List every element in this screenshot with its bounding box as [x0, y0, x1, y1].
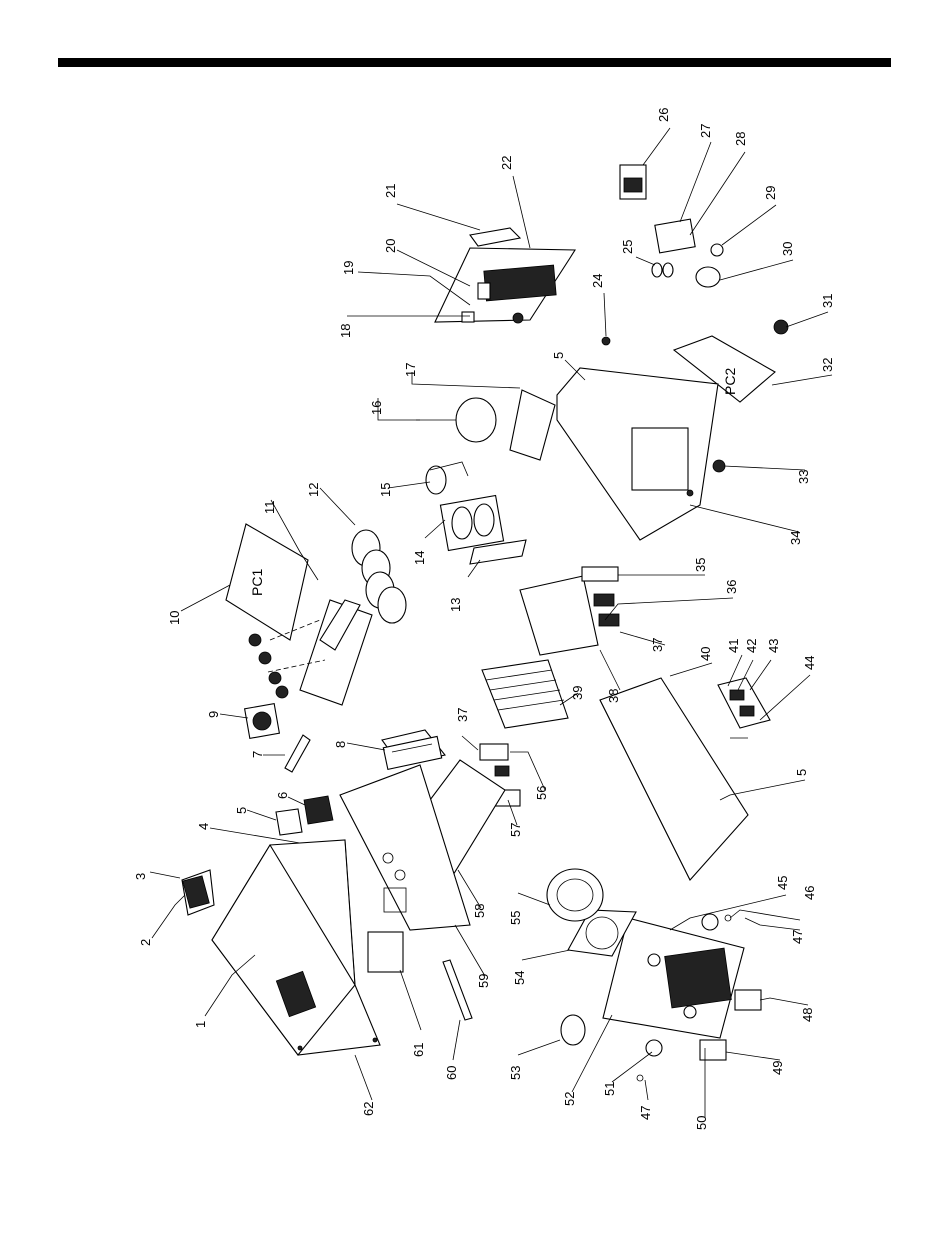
callout-14: 14: [412, 551, 427, 565]
callout-47-top: 47: [790, 930, 805, 944]
pc1-label: PC1: [249, 569, 265, 596]
knob-24: [602, 337, 610, 345]
pc1-board: PC1: [226, 524, 308, 640]
callout-29: 29: [763, 186, 778, 200]
strip-60: [443, 960, 472, 1020]
gear-31: [774, 320, 788, 334]
callout-6: 6: [275, 792, 290, 799]
plate-5-left: [276, 809, 302, 835]
callout-4: 4: [196, 823, 211, 830]
callout-15: 15: [378, 483, 393, 497]
callout-39: 39: [570, 686, 585, 700]
callout-36: 36: [724, 580, 739, 594]
callout-10: 10: [167, 611, 182, 625]
callout-49: 49: [770, 1061, 785, 1075]
callout-26: 26: [656, 108, 671, 122]
callout-48: 48: [800, 1008, 815, 1022]
callout-43: 43: [766, 639, 781, 653]
transformer-14: [440, 495, 503, 550]
callout-25: 25: [620, 240, 635, 254]
callout-21: 21: [383, 184, 398, 198]
fan-55: [547, 869, 603, 921]
callout-38: 38: [606, 689, 621, 703]
callout-52: 52: [562, 1092, 577, 1106]
callout-46: 46: [802, 886, 817, 900]
callout-61: 61: [411, 1043, 426, 1057]
callout-17: 17: [403, 363, 418, 377]
fan-9: [245, 704, 280, 739]
capacitors-12: [352, 530, 406, 623]
callout-24: 24: [590, 274, 605, 288]
callout-37-left: 37: [455, 708, 470, 722]
callout-41: 41: [726, 639, 741, 653]
callout-12: 12: [306, 483, 321, 497]
plate-6: [304, 796, 333, 824]
pc2-label: PC2: [722, 368, 738, 395]
callout-37-top: 37: [650, 638, 665, 652]
callout-55: 55: [508, 911, 523, 925]
callout-5-left: 5: [234, 807, 249, 814]
callout-22: 22: [499, 156, 514, 170]
callout-30: 30: [780, 242, 795, 256]
heatsink-fins-39: [482, 660, 568, 728]
callout-27: 27: [698, 124, 713, 138]
callout-13: 13: [448, 598, 463, 612]
callout-8: 8: [333, 741, 348, 748]
callout-51: 51: [602, 1082, 617, 1096]
callout-53: 53: [508, 1066, 523, 1080]
callout-60: 60: [444, 1066, 459, 1080]
switch-parts: [620, 165, 723, 287]
terminal-block: [718, 678, 770, 738]
callout-62: 62: [361, 1102, 376, 1116]
callout-50: 50: [694, 1116, 709, 1130]
handle-part: [182, 870, 214, 915]
callout-45: 45: [775, 876, 790, 890]
callout-9: 9: [206, 711, 221, 718]
callout-7: 7: [250, 751, 265, 758]
callout-42: 42: [744, 639, 759, 653]
inductor-15: [426, 462, 468, 494]
callout-59: 59: [476, 974, 491, 988]
cylinder-16: [416, 398, 496, 442]
callout-1: 1: [193, 1021, 208, 1028]
callout-33: 33: [796, 470, 811, 484]
front-panel-assembly: [603, 914, 761, 1081]
callout-44: 44: [802, 656, 817, 670]
callout-35: 35: [693, 558, 708, 572]
callout-28: 28: [733, 132, 748, 146]
callout-3: 3: [133, 873, 148, 880]
callout-31: 31: [820, 294, 835, 308]
callout-5-right: 5: [794, 769, 809, 776]
callout-32: 32: [820, 358, 835, 372]
callout-58: 58: [472, 904, 487, 918]
base-panel-34: [557, 368, 718, 540]
rectifier-assembly-8: [382, 730, 445, 769]
callout-34: 34: [788, 531, 803, 545]
rear-panel-assembly: [435, 228, 575, 323]
callout-56: 56: [534, 786, 549, 800]
heatsink-module: [520, 567, 619, 655]
callout-40: 40: [698, 647, 713, 661]
bracket-7: [285, 735, 310, 772]
callout-47-bottom: 47: [638, 1106, 653, 1120]
callout-57: 57: [508, 823, 523, 837]
callout-2: 2: [138, 939, 153, 946]
knob-53: [561, 1015, 585, 1045]
callout-16: 16: [369, 401, 384, 415]
wrapper-cover: [212, 840, 403, 1055]
callout-20: 20: [383, 239, 398, 253]
side-panel-40: [600, 678, 748, 880]
callout-19: 19: [341, 261, 356, 275]
callout-18: 18: [338, 324, 353, 338]
callout-11: 11: [262, 501, 277, 515]
grommet-33: [713, 460, 725, 472]
callout-54: 54: [512, 971, 527, 985]
bracket-17: [510, 390, 555, 460]
callout-5-top: 5: [551, 352, 566, 359]
